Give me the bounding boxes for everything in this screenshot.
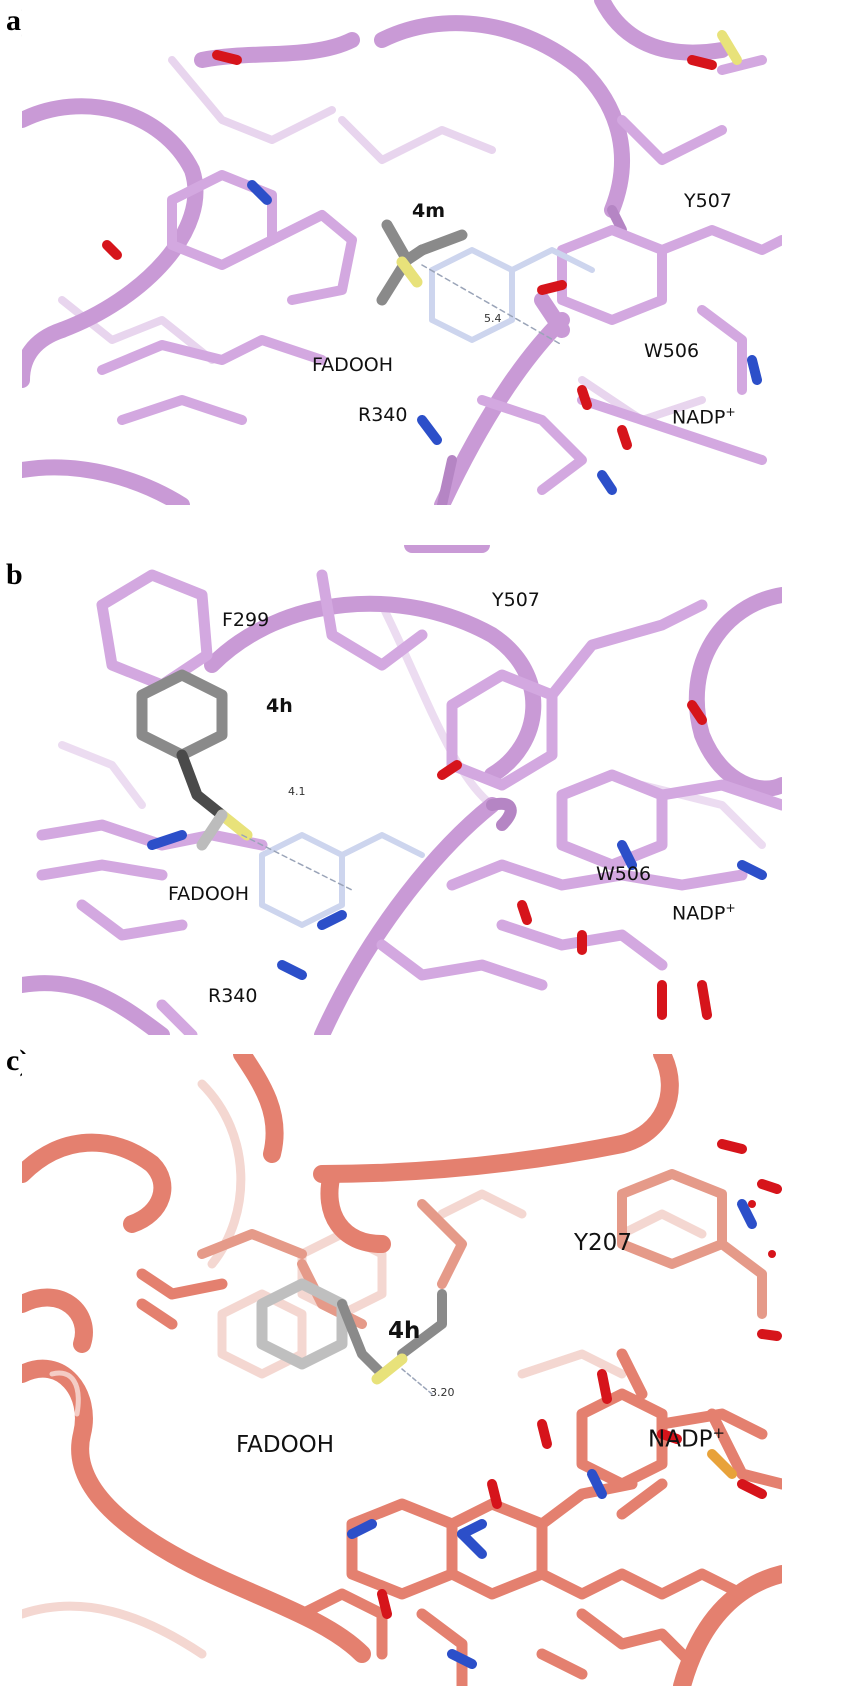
cofactor-label-fadooh: FADOOH	[312, 354, 394, 376]
panel-b-structure	[22, 545, 782, 1035]
ligand-label-4m: 4m	[412, 200, 446, 222]
panel-c-structure	[22, 1054, 782, 1686]
residue-label-w506: W506	[644, 340, 700, 362]
residue-label-r340: R340	[358, 404, 408, 426]
residue-label-y507: Y507	[684, 190, 732, 212]
residue-label-y507: Y507	[492, 589, 540, 611]
cofactor-label-nadp: NADP+	[672, 405, 736, 429]
distance-label: 3.20	[430, 1386, 455, 1399]
residue-label-f299: F299	[222, 609, 270, 631]
panel-a: 4m 5.4 FADOOH Y507 W506 R340 NADP+	[22, 0, 782, 505]
ligand-label-4h: 4h	[266, 695, 293, 717]
distance-label: 5.4	[484, 312, 502, 325]
distance-label: 4.1	[288, 785, 306, 798]
panel-a-structure	[22, 0, 782, 505]
cofactor-label-fadooh: FADOOH	[168, 883, 250, 905]
residue-label-y207: Y207	[574, 1230, 632, 1256]
cofactor-label-nadp: NADP+	[672, 901, 736, 925]
residue-label-w506: W506	[596, 863, 652, 885]
panel-b: F299 Y507 4h 4.1 W506 NADP+ FADOOH R340	[22, 545, 782, 1035]
cofactor-label-fadooh: FADOOH	[236, 1432, 335, 1458]
ligand-label-4h: 4h	[388, 1318, 421, 1344]
cofactor-label-nadp: NADP+	[648, 1424, 726, 1453]
panel-c: Y207 4h 3.20 FADOOH NADP+	[22, 1054, 782, 1686]
residue-label-r340: R340	[208, 985, 258, 1007]
